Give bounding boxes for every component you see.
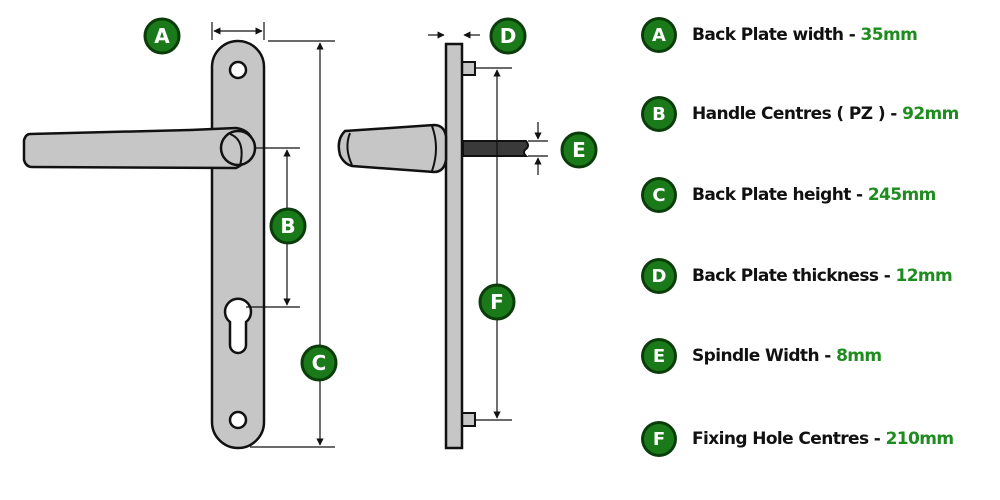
side-back-plate — [444, 42, 464, 450]
legend-value-d: 12mm — [895, 266, 953, 286]
legend-label-c: Back Plate height - — [692, 185, 868, 205]
legend-value-c: 245mm — [867, 185, 937, 205]
euro-keyhole — [223, 297, 253, 355]
front-back-plate — [210, 39, 266, 450]
legend-text-d: Back Plate thickness - 12mm — [692, 266, 953, 286]
badge-a-label: A — [154, 24, 170, 48]
legend-text-b: Handle Centres ( PZ ) - 92mm — [692, 104, 959, 124]
badge-e: E — [560, 131, 598, 169]
legend-text-f: Fixing Hole Centres - 210mm — [692, 429, 954, 449]
legend-value-e: 8mm — [836, 346, 882, 366]
legend-badge-e: E — [642, 339, 676, 373]
legend-item-a: A Back Plate width - 35mm — [636, 15, 918, 55]
legend-badge-f: F — [642, 422, 676, 456]
badge-d: D — [489, 17, 527, 55]
legend-badge-a: A — [642, 18, 676, 52]
legend-badge-d: D — [642, 259, 676, 293]
dimension-f — [476, 67, 512, 421]
dimension-legend: A Back Plate width - 35mm B Handle Centr… — [636, 0, 1000, 500]
legend-label-f: Fixing Hole Centres - — [692, 429, 886, 449]
legend-value-f: 210mm — [885, 429, 955, 449]
legend-item-b: B Handle Centres ( PZ ) - 92mm — [636, 94, 959, 134]
legend-label-b: Handle Centres ( PZ ) - — [692, 104, 903, 124]
bottom-fixing-stud — [461, 412, 476, 427]
badge-a: A — [143, 17, 181, 55]
badge-e-label: E — [572, 138, 586, 162]
badge-f-label: F — [490, 290, 504, 314]
legend-item-e: E Spindle Width - 8mm — [636, 336, 882, 376]
legend-badge-c: C — [642, 178, 676, 212]
badge-b-label: B — [280, 214, 295, 238]
legend-label-a: Back Plate width - — [692, 25, 861, 45]
front-view — [22, 39, 266, 450]
legend-badge-b: B — [642, 97, 676, 131]
legend-item-d: D Back Plate thickness - 12mm — [636, 256, 953, 296]
handle-rose — [219, 129, 257, 167]
side-view — [337, 42, 529, 450]
legend-value-b: 92mm — [902, 104, 959, 124]
legend-item-c: C Back Plate height - 245mm — [636, 175, 936, 215]
top-fixing-stud — [461, 61, 476, 76]
badge-c-label: C — [312, 351, 327, 375]
legend-value-a: 35mm — [860, 25, 918, 45]
badge-b: B — [269, 207, 307, 245]
legend-text-a: Back Plate width - 35mm — [692, 25, 918, 45]
badge-d-label: D — [500, 24, 517, 48]
top-fixing-hole — [228, 60, 248, 80]
front-lever-handle — [22, 126, 256, 170]
side-lever-handle — [337, 123, 448, 174]
door-handle-diagram: A B C D E F — [22, 17, 598, 450]
legend-item-f: F Fixing Hole Centres - 210mm — [636, 419, 954, 459]
spindle — [462, 140, 529, 157]
badge-c: C — [300, 344, 338, 382]
legend-text-e: Spindle Width - 8mm — [692, 346, 882, 366]
dimension-e — [528, 122, 548, 175]
bottom-fixing-hole — [228, 410, 248, 430]
legend-text-c: Back Plate height - 245mm — [692, 185, 936, 205]
legend-label-e: Spindle Width - — [692, 346, 837, 366]
dimension-a — [211, 22, 265, 40]
legend-label-d: Back Plate thickness - — [692, 266, 896, 286]
badge-f: F — [478, 283, 516, 321]
